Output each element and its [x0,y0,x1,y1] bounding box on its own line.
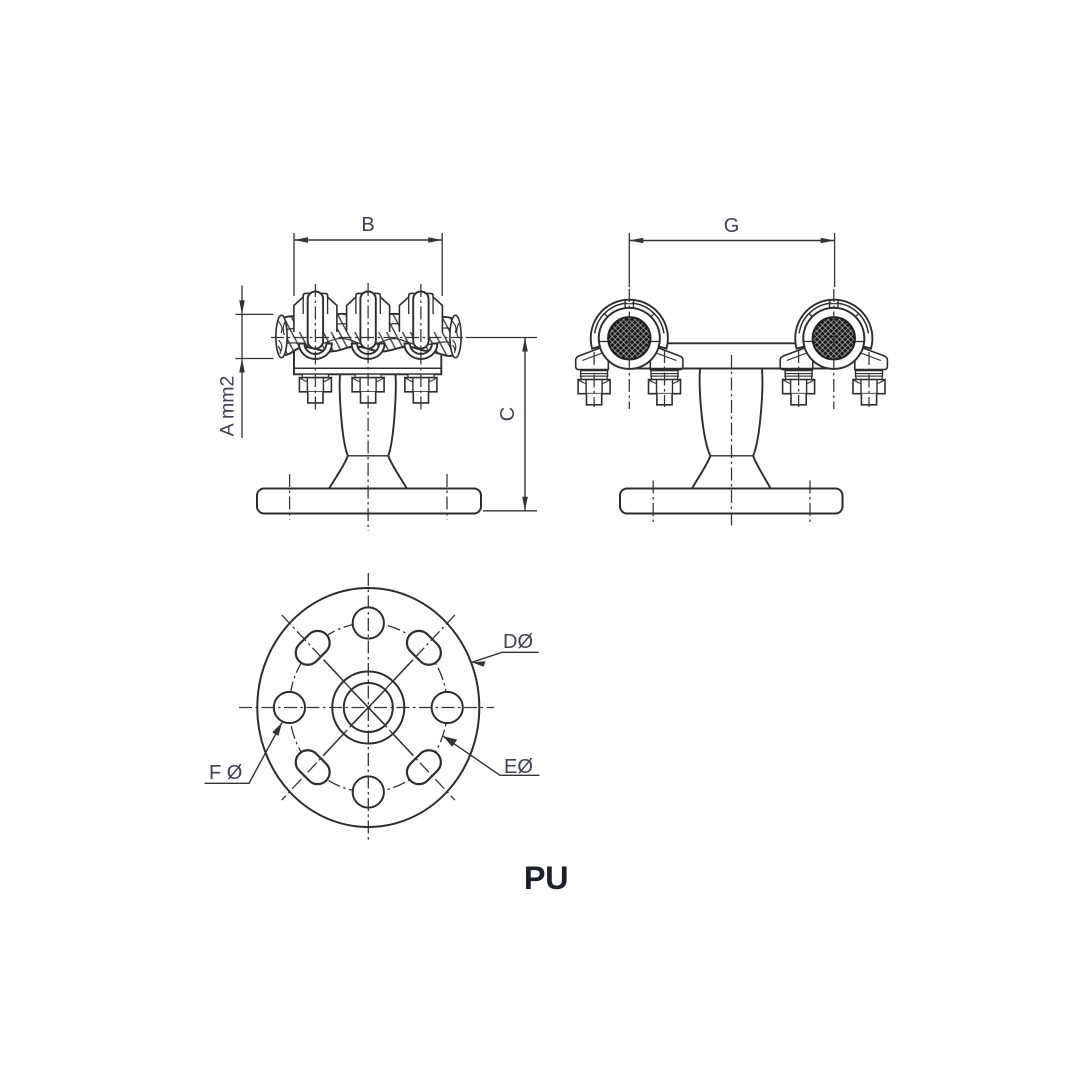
svg-text:F Ø: F Ø [209,762,242,784]
svg-text:EØ: EØ [504,756,533,778]
svg-text:G: G [724,215,740,237]
svg-text:C: C [497,407,519,421]
svg-text:PU: PU [524,860,568,896]
svg-text:B: B [361,214,374,236]
svg-text:DØ: DØ [503,631,533,653]
svg-text:A mm2: A mm2 [217,376,239,437]
